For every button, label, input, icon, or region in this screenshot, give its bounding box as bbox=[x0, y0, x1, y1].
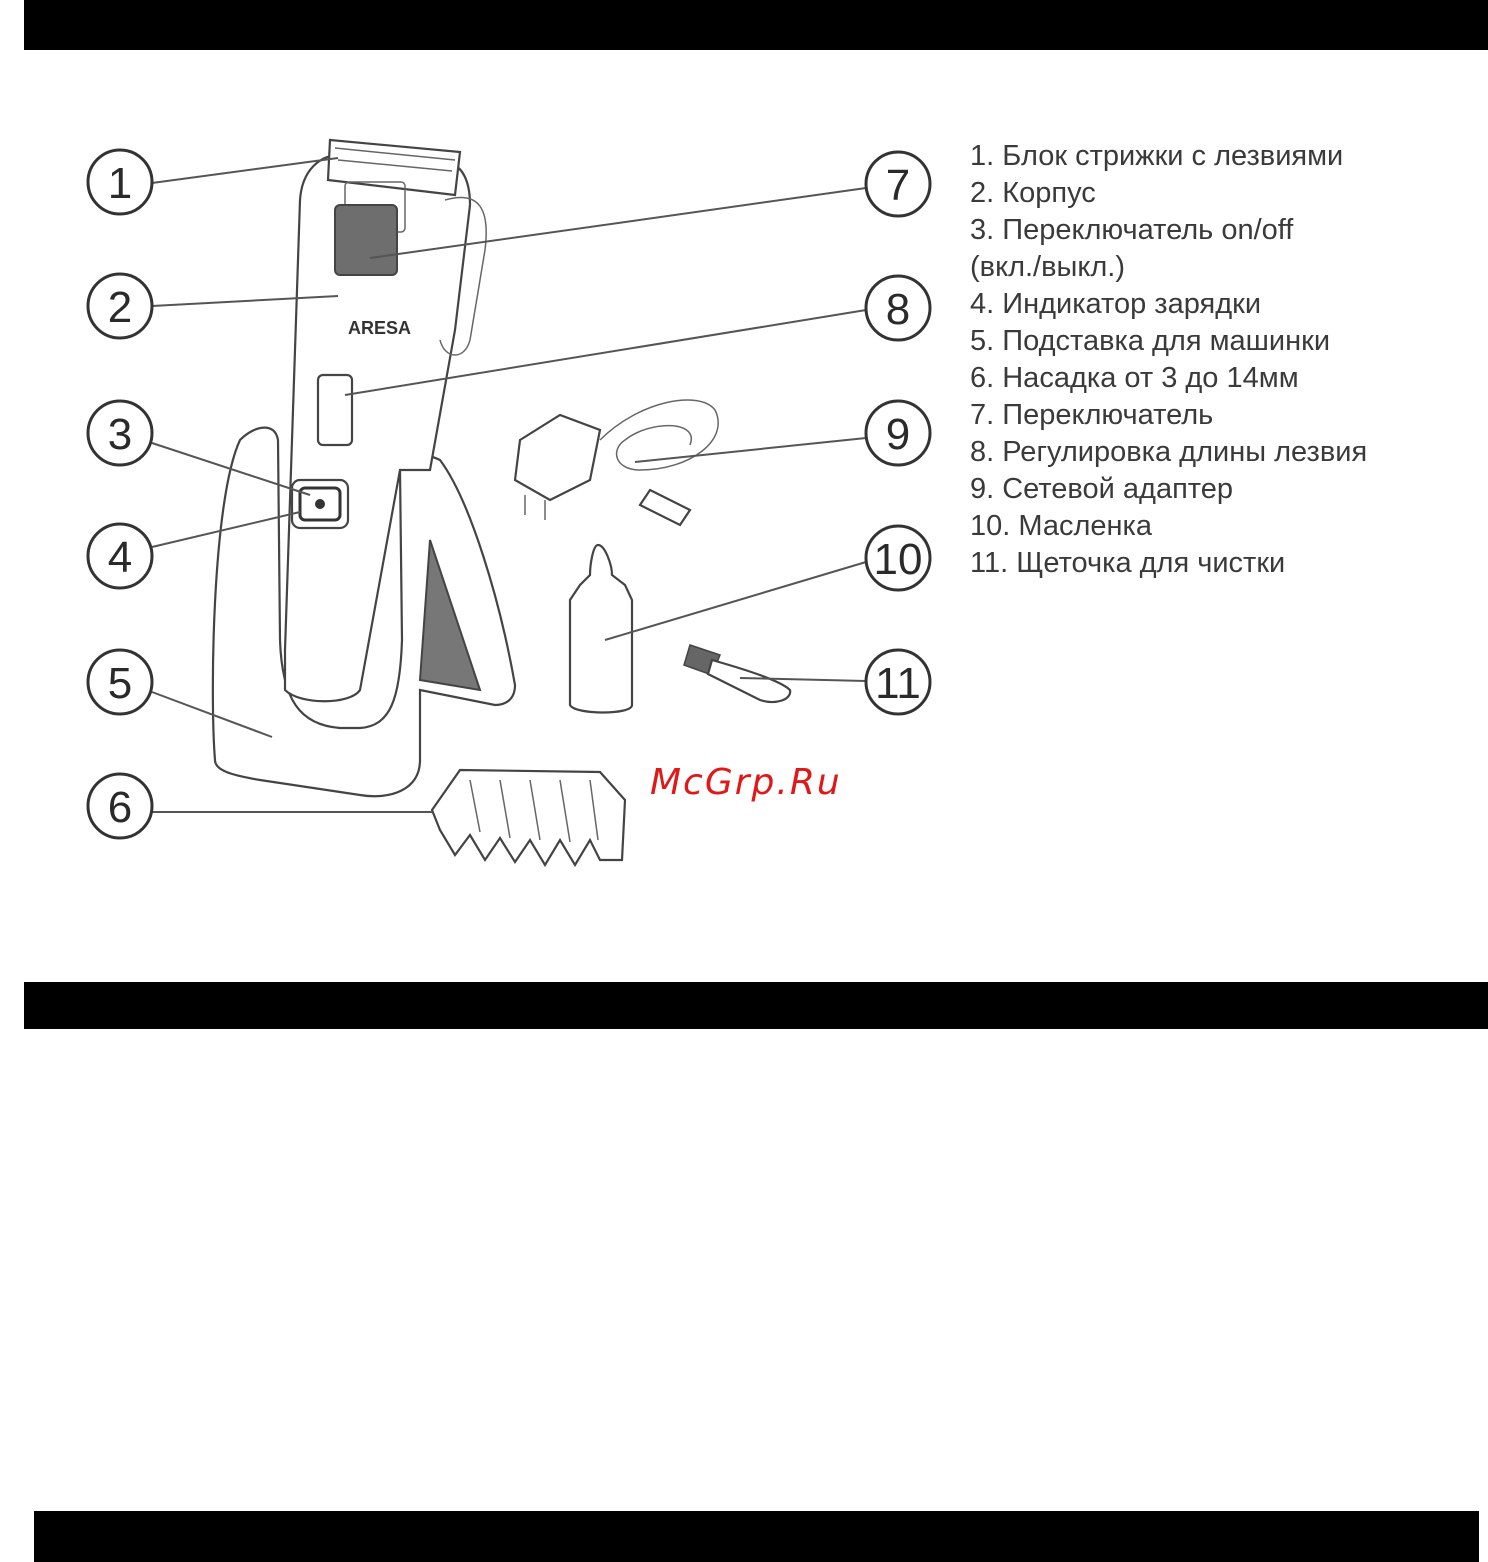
svg-text:2: 2 bbox=[108, 283, 132, 332]
svg-text:10: 10 bbox=[874, 535, 923, 584]
legend-item: 9. Сетевой адаптер bbox=[970, 471, 1470, 508]
middle-black-bar bbox=[24, 982, 1488, 1029]
top-black-bar bbox=[24, 0, 1488, 50]
legend-item: 1. Блок стрижки с лезвиями bbox=[970, 138, 1470, 175]
legend-item: 11. Щеточка для чистки bbox=[970, 545, 1470, 582]
svg-text:8: 8 bbox=[886, 285, 910, 334]
svg-text:5: 5 bbox=[108, 659, 132, 708]
callout-3: 3 bbox=[88, 401, 152, 465]
legend-item: 2. Корпус bbox=[970, 175, 1470, 212]
svg-text:3: 3 bbox=[108, 410, 132, 459]
svg-text:7: 7 bbox=[886, 161, 910, 210]
cleaning-brush-illustration bbox=[684, 645, 790, 702]
brand-label: ARESA bbox=[348, 318, 411, 338]
legend-item: 7. Переключатель bbox=[970, 397, 1470, 434]
legend-item: 10. Масленка bbox=[970, 508, 1470, 545]
callout-10: 10 bbox=[866, 526, 930, 590]
callout-7: 7 bbox=[866, 152, 930, 216]
legend-item: 4. Индикатор зарядки bbox=[970, 286, 1470, 323]
callout-11: 11 bbox=[866, 650, 930, 714]
callout-8: 8 bbox=[866, 276, 930, 340]
callout-6: 6 bbox=[88, 774, 152, 838]
callout-9: 9 bbox=[866, 401, 930, 465]
adapter-illustration bbox=[515, 400, 718, 525]
callout-5: 5 bbox=[88, 650, 152, 714]
callout-1: 1 bbox=[88, 150, 152, 214]
callout-4: 4 bbox=[88, 524, 152, 588]
legend-item: 6. Насадка от 3 до 14мм bbox=[970, 360, 1470, 397]
svg-text:6: 6 bbox=[108, 783, 132, 832]
comb-attachment-illustration bbox=[432, 770, 625, 865]
svg-text:11: 11 bbox=[875, 659, 921, 708]
bottom-black-bar bbox=[34, 1511, 1479, 1562]
watermark-text: McGrp.Ru bbox=[650, 762, 842, 803]
legend-item: (вкл./выкл.) bbox=[970, 249, 1470, 286]
svg-text:4: 4 bbox=[108, 533, 132, 582]
oil-bottle-illustration bbox=[570, 545, 632, 713]
legend-item: 5. Подставка для машинки bbox=[970, 323, 1470, 360]
legend-item: 8. Регулировка длины лезвия bbox=[970, 434, 1470, 471]
parts-legend: 1. Блок стрижки с лезвиями 2. Корпус 3. … bbox=[970, 138, 1470, 582]
svg-text:9: 9 bbox=[886, 410, 910, 459]
callout-2: 2 bbox=[88, 274, 152, 338]
svg-text:1: 1 bbox=[108, 159, 132, 208]
legend-item: 3. Переключатель on/off bbox=[970, 212, 1470, 249]
